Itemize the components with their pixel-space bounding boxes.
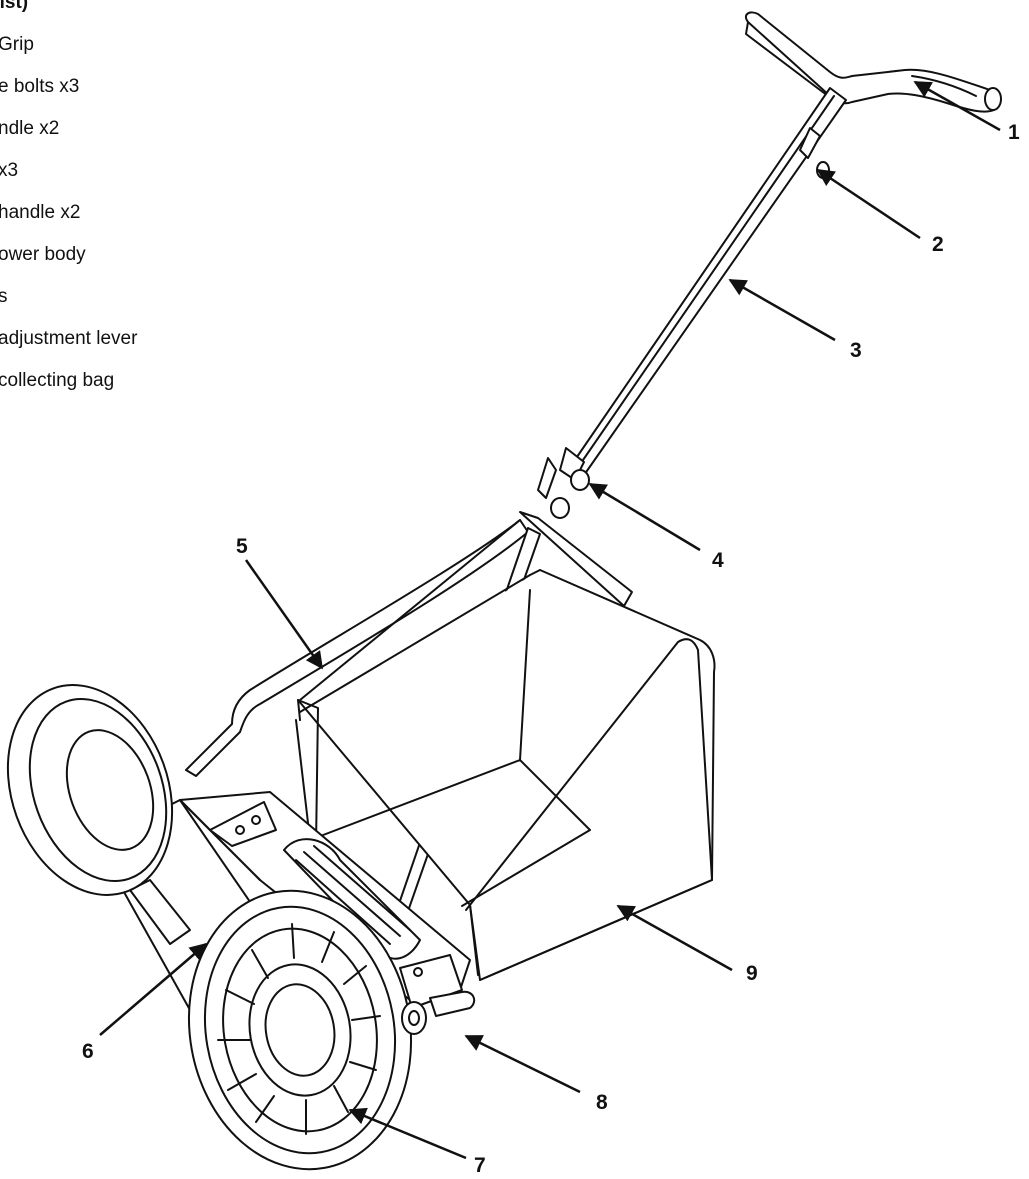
callout-arrow-3 xyxy=(728,278,836,342)
handle-bolts-icon xyxy=(537,447,590,519)
grip-icon xyxy=(744,11,1002,113)
callout-number-2: 2 xyxy=(932,233,944,256)
callout-numbers: 1 2 3 4 5 6 7 8 9 xyxy=(82,121,1020,1177)
callout-arrow-4 xyxy=(588,482,701,552)
upper-handle-icon xyxy=(567,87,847,479)
parts-list-item-9: collecting bag xyxy=(0,370,115,391)
parts-list-item-7: s xyxy=(0,286,8,307)
callout-arrow-1 xyxy=(913,80,1001,132)
callout-arrow-5 xyxy=(244,559,324,670)
parts-list-item-1: Grip xyxy=(0,34,34,55)
callout-arrow-6 xyxy=(99,942,208,1036)
callout-number-9: 9 xyxy=(746,962,758,985)
callout-number-3: 3 xyxy=(850,339,862,362)
callout-number-6: 6 xyxy=(82,1040,94,1063)
callout-arrows xyxy=(99,80,1001,1160)
parts-list: List) Grip e bolts x3 ndle x2 x3 handle … xyxy=(0,0,137,402)
callout-arrow-7 xyxy=(348,1107,467,1160)
parts-list-item-5: handle x2 xyxy=(0,202,81,223)
callout-arrow-8 xyxy=(464,1034,581,1094)
callout-arrow-9 xyxy=(616,904,733,972)
parts-list-item-4: x3 xyxy=(0,160,19,181)
parts-list-item-6: ower body xyxy=(0,244,86,265)
callout-number-4: 4 xyxy=(712,549,724,572)
parts-list-item-8: adjustment lever xyxy=(0,328,138,349)
height-lever-icon xyxy=(399,954,476,1035)
rear-wheel-icon xyxy=(6,684,174,896)
parts-list-item-2: e bolts x3 xyxy=(0,76,80,97)
mower-illustration xyxy=(6,11,1002,1171)
callout-arrow-2 xyxy=(816,168,921,240)
callout-number-7: 7 xyxy=(474,1154,486,1177)
parts-list-item-3: ndle x2 xyxy=(0,118,60,139)
grass-bag-icon xyxy=(295,569,716,981)
parts-list-title: List) xyxy=(0,0,29,13)
callout-number-1: 1 xyxy=(1008,121,1020,144)
callout-number-5: 5 xyxy=(236,535,248,558)
callout-number-8: 8 xyxy=(596,1091,608,1114)
